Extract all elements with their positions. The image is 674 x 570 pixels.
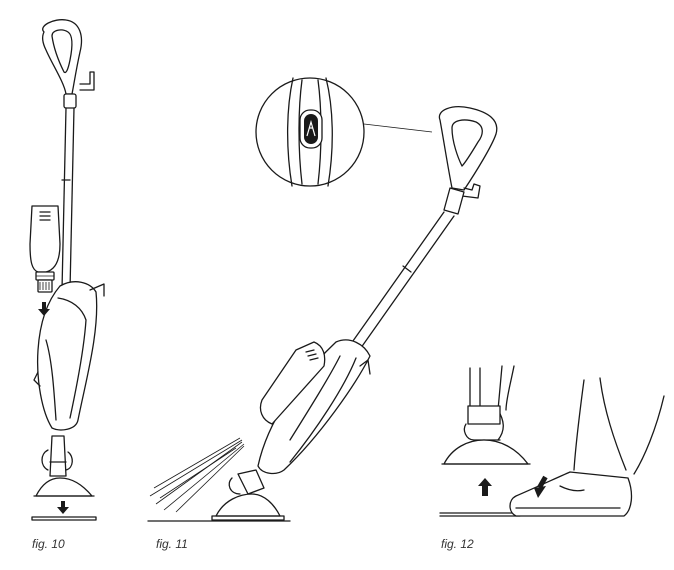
fig11-steam-mop-icon — [147, 77, 498, 522]
fig10-steam-mop-icon — [29, 19, 105, 521]
down-arrow-icon — [38, 302, 50, 316]
up-arrow-icon — [478, 478, 492, 496]
down-arrow-icon — [534, 475, 548, 498]
water-tank-icon — [29, 205, 61, 293]
down-arrow-icon — [57, 501, 69, 514]
foot-icon — [509, 377, 665, 517]
steam-trigger-icon — [299, 109, 323, 149]
fig-12-caption: fig. 12 — [441, 537, 474, 551]
fig-11-caption: fig. 11 — [156, 537, 188, 551]
fig12-steam-mop-icon — [439, 365, 665, 517]
steam-jet-icon — [149, 437, 245, 513]
fig-10-caption: fig. 10 — [32, 537, 65, 551]
